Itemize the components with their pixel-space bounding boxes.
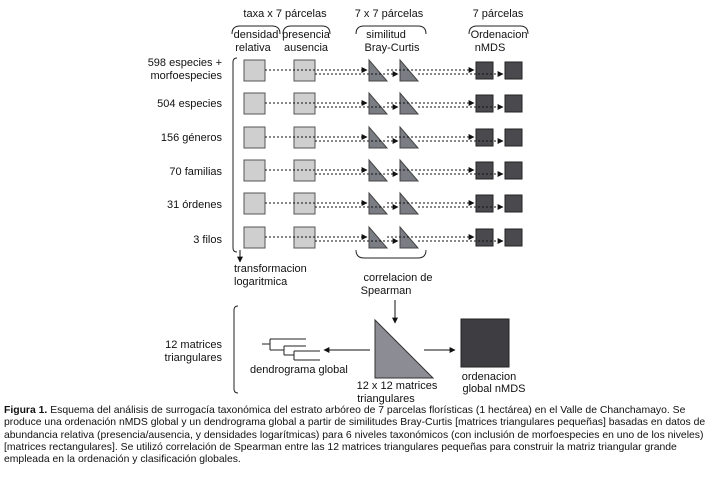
nmds-square [504, 161, 523, 180]
spearman-brace [355, 249, 427, 259]
global-dendrogram [262, 338, 320, 361]
brace-densidad [231, 25, 281, 35]
nmds-square [504, 194, 523, 213]
density-matrix [243, 192, 266, 215]
label-bray-curtis: Bray-Curtis [364, 42, 420, 54]
label-ordenacion: Ordenacion [471, 29, 528, 41]
bray-curtis-triangle [368, 191, 389, 215]
nmds-square [475, 228, 494, 247]
caption-text: Esquema del análisis de surrogacía taxon… [4, 405, 706, 466]
header-7-parcelas: 7 párcelas [473, 8, 524, 20]
transform-label: transformacion [234, 263, 307, 275]
row-label: 70 familias [169, 166, 222, 178]
label-ausencia: ausencia [284, 42, 329, 54]
nmds-square [475, 161, 494, 180]
dendrogram-label: dendrograma global [250, 364, 348, 376]
row-3 [243, 125, 523, 149]
bray-curtis-triangle [368, 158, 389, 182]
row-5 [243, 191, 523, 215]
row-4 [243, 158, 523, 182]
caption-figure-number: Figura 1. [4, 405, 48, 416]
label-similitud: similitud [366, 29, 406, 41]
matrices-label-2: triangulares [165, 352, 223, 364]
row-2 [243, 91, 523, 115]
nmds-square [475, 194, 494, 213]
brace-similitud [355, 25, 427, 35]
matrix-label-2: triangulares [357, 393, 415, 405]
row-label: 156 géneros [161, 132, 223, 144]
density-matrix [243, 159, 266, 182]
label-nmds: nMDS [475, 42, 506, 54]
matrix-label: 12 x 12 matrices [357, 380, 438, 392]
header-7x7-parcelas: 7 x 7 párcelas [355, 8, 424, 20]
nmds-square [475, 128, 494, 147]
brace-ordenacion [468, 25, 529, 35]
density-matrix [243, 126, 266, 149]
spearman-label: correlacion de [363, 272, 432, 284]
density-matrix [243, 92, 266, 115]
label-relativa: relativa [235, 42, 271, 54]
bottom-bracket [233, 305, 239, 394]
label-presencia: presencia [282, 29, 331, 41]
nmds-square [504, 228, 523, 247]
bray-curtis-triangle [368, 125, 389, 149]
density-matrix [243, 226, 266, 249]
brace-presencia [282, 25, 331, 35]
ordination-label: ordenacion [462, 371, 516, 383]
nmds-square [475, 61, 494, 80]
row-label-2: morfoespecies [150, 70, 222, 82]
global-nmds-square [460, 318, 510, 368]
row-label: 3 filos [193, 234, 222, 246]
bray-curtis-triangle [368, 58, 389, 82]
bray-curtis-triangle [368, 225, 389, 249]
nmds-square [504, 128, 523, 147]
transform-label-2: logaritmica [234, 276, 288, 288]
nmds-square [504, 94, 523, 113]
row-label: 31 órdenes [167, 199, 223, 211]
big-triangular-matrix [374, 318, 435, 379]
label-densidad: densidad [234, 29, 279, 41]
matrices-label: 12 matrices [165, 339, 222, 351]
ordination-label-2: global nMDS [463, 383, 526, 395]
nmds-square [504, 61, 523, 80]
row-label: 598 especies + [148, 57, 222, 69]
density-matrix [243, 59, 266, 82]
rows-bracket [232, 57, 238, 253]
header-taxa-parcelas: taxa x 7 párcelas [243, 8, 327, 20]
row-1 [243, 58, 523, 82]
row-label: 504 especies [157, 98, 222, 110]
bray-curtis-triangle [368, 91, 389, 115]
nmds-square [475, 94, 494, 113]
spearman-label-2: Spearman [361, 285, 412, 297]
row-6 [243, 225, 523, 249]
taxonomic-surrogacy-diagram: taxa x 7 párcelas 7 x 7 párcelas 7 párce… [148, 8, 529, 405]
figure-caption: Figura 1. Esquema del análisis de surrog… [4, 405, 724, 466]
